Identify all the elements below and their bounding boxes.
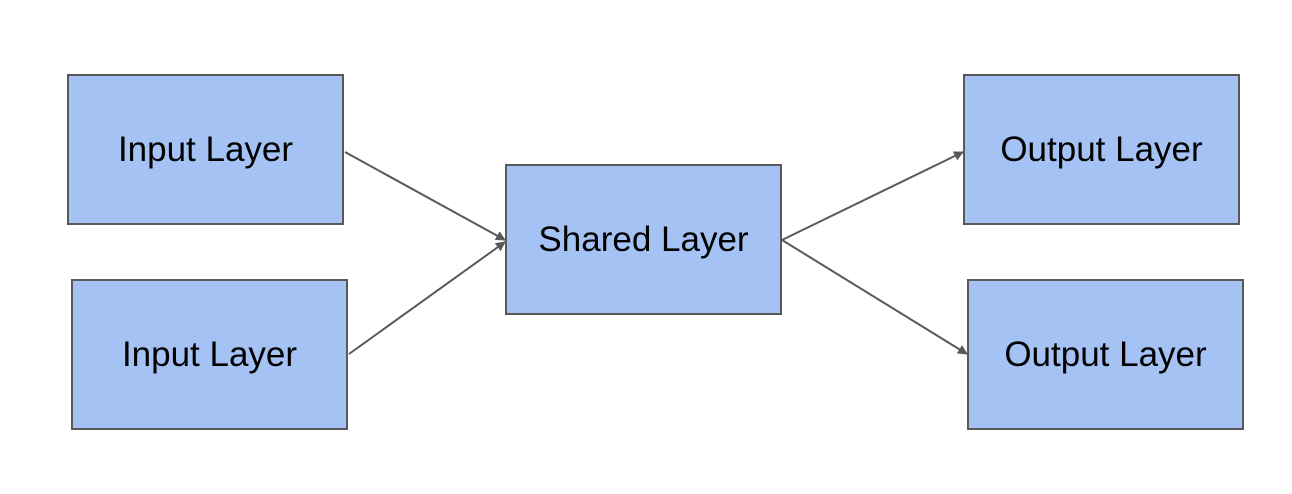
node-label: Output Layer bbox=[1004, 334, 1207, 374]
node-label: Input Layer bbox=[121, 334, 298, 374]
edge-shared-to-output-1 bbox=[781, 151, 964, 241]
output-layer-node: Output Layer bbox=[967, 279, 1244, 430]
input-layer-node: Input Layer bbox=[71, 279, 348, 430]
node-label: Output Layer bbox=[1000, 129, 1203, 169]
output-layer-node: Output Layer bbox=[963, 74, 1240, 225]
edge-shared-to-output-2 bbox=[781, 239, 968, 355]
shared-layer-node: Shared Layer bbox=[505, 164, 782, 315]
edge-input-2-to-shared bbox=[348, 241, 506, 355]
node-label: Input Layer bbox=[117, 129, 294, 169]
node-label: Shared Layer bbox=[538, 219, 749, 259]
input-layer-node: Input Layer bbox=[67, 74, 344, 225]
edge-input-1-to-shared bbox=[344, 151, 506, 241]
